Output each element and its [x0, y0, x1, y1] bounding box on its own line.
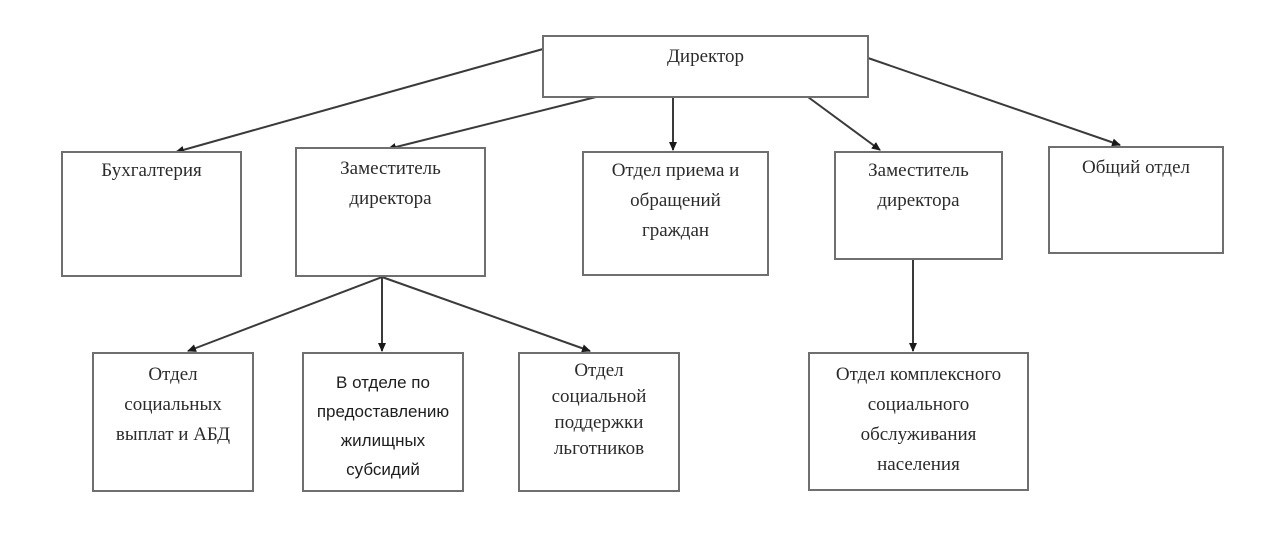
- node-complex-service-line-1: Отдел комплексного: [835, 364, 1002, 385]
- node-reception: Отдел приема и обращений граждан: [582, 151, 769, 276]
- node-reception-line-1: Отдел приема и: [611, 160, 740, 181]
- edge-director-deputy1: [387, 96, 597, 151]
- node-reception-line-3: граждан: [641, 220, 710, 241]
- node-deputy2: Заместитель директора: [834, 151, 1003, 260]
- edge-deputy1-benefit-support: [381, 276, 591, 353]
- node-director: Директор: [542, 35, 869, 98]
- edge-deputy1-social-payments: [187, 276, 383, 352]
- node-housing-subsidies-line-1: В отделе по: [336, 373, 430, 392]
- node-general: Общий отдел: [1048, 146, 1224, 254]
- node-benefit-support-line-2: социальной: [551, 386, 647, 407]
- node-deputy2-line-1: Заместитель: [868, 160, 969, 181]
- node-general-label: Общий отдел: [1082, 157, 1190, 178]
- node-deputy1: Заместитель директора: [295, 147, 486, 277]
- node-complex-service-line-3: обслуживания: [860, 424, 977, 445]
- node-deputy1-line-1: Заместитель: [340, 158, 441, 179]
- node-social-payments-line-3: выплат и АБД: [115, 424, 231, 445]
- node-accounting: Бухгалтерия: [61, 151, 242, 277]
- edge-director-deputy2: [807, 96, 881, 151]
- node-director-label: Директор: [666, 46, 745, 67]
- node-social-payments: Отдел социальных выплат и АБД: [92, 352, 254, 492]
- node-social-payments-line-2: социальных: [124, 394, 222, 415]
- node-benefit-support-line-3: поддержки: [554, 412, 644, 433]
- node-complex-service: Отдел комплексного социального обслужива…: [808, 352, 1029, 491]
- node-housing-subsidies: В отделе по предоставлению жилищных субс…: [302, 352, 464, 492]
- node-reception-line-2: обращений: [630, 190, 721, 211]
- node-benefit-support-line-1: Отдел: [574, 360, 624, 381]
- edge-director-accounting: [175, 48, 544, 154]
- node-benefit-support-line-4: льготников: [553, 438, 645, 459]
- node-deputy1-line-2: директора: [349, 188, 432, 209]
- node-social-payments-line-1: Отдел: [148, 364, 198, 385]
- node-complex-service-line-2: социального: [867, 394, 970, 415]
- edge-director-general: [867, 57, 1121, 147]
- node-deputy2-line-2: директора: [877, 190, 960, 211]
- node-benefit-support: Отдел социальной поддержки льготников: [518, 352, 680, 492]
- node-accounting-label: Бухгалтерия: [101, 160, 202, 181]
- node-complex-service-line-4: населения: [877, 454, 960, 475]
- node-housing-subsidies-line-3: жилищных: [340, 431, 426, 450]
- node-housing-subsidies-line-4: субсидий: [346, 460, 420, 479]
- node-housing-subsidies-line-2: предоставлению: [316, 402, 450, 421]
